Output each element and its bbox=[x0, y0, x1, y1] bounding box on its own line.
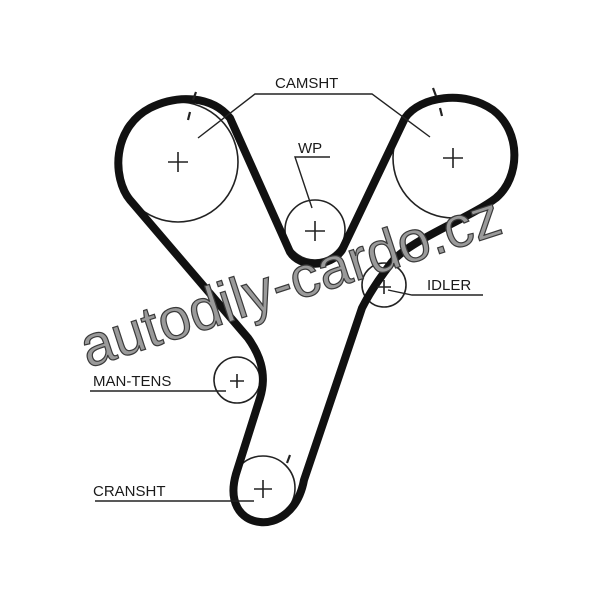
camshaft-right-timing-mark bbox=[431, 87, 444, 117]
pulley-centres bbox=[168, 148, 463, 498]
timing-marks bbox=[186, 87, 444, 464]
water-pump-leader bbox=[294, 156, 330, 209]
camshaft-right-centre bbox=[443, 148, 463, 168]
idler-leader bbox=[387, 289, 483, 296]
manual-tensioner-label: MAN-TENS bbox=[93, 373, 171, 390]
component-labels: CAMSHT WP IDLER MAN-TENS CRANSHT bbox=[93, 75, 471, 500]
idler-centre bbox=[377, 280, 391, 294]
camshaft-left-centre bbox=[168, 152, 188, 172]
idler-label: IDLER bbox=[427, 277, 471, 294]
crankshaft-timing-mark bbox=[285, 454, 292, 464]
water-pump-centre bbox=[305, 221, 325, 241]
crankshaft-label: CRANSHT bbox=[93, 483, 166, 500]
manual-tensioner-centre bbox=[230, 374, 244, 388]
leader-lines bbox=[90, 93, 483, 502]
camshaft-label: CAMSHT bbox=[275, 75, 338, 92]
crankshaft-centre bbox=[254, 480, 272, 498]
timing-belt bbox=[114, 93, 519, 527]
water-pump-label: WP bbox=[298, 140, 322, 157]
camshaft-leader bbox=[197, 93, 431, 139]
idler-pulley bbox=[361, 262, 407, 308]
camshaft-left-timing-mark bbox=[186, 91, 198, 121]
